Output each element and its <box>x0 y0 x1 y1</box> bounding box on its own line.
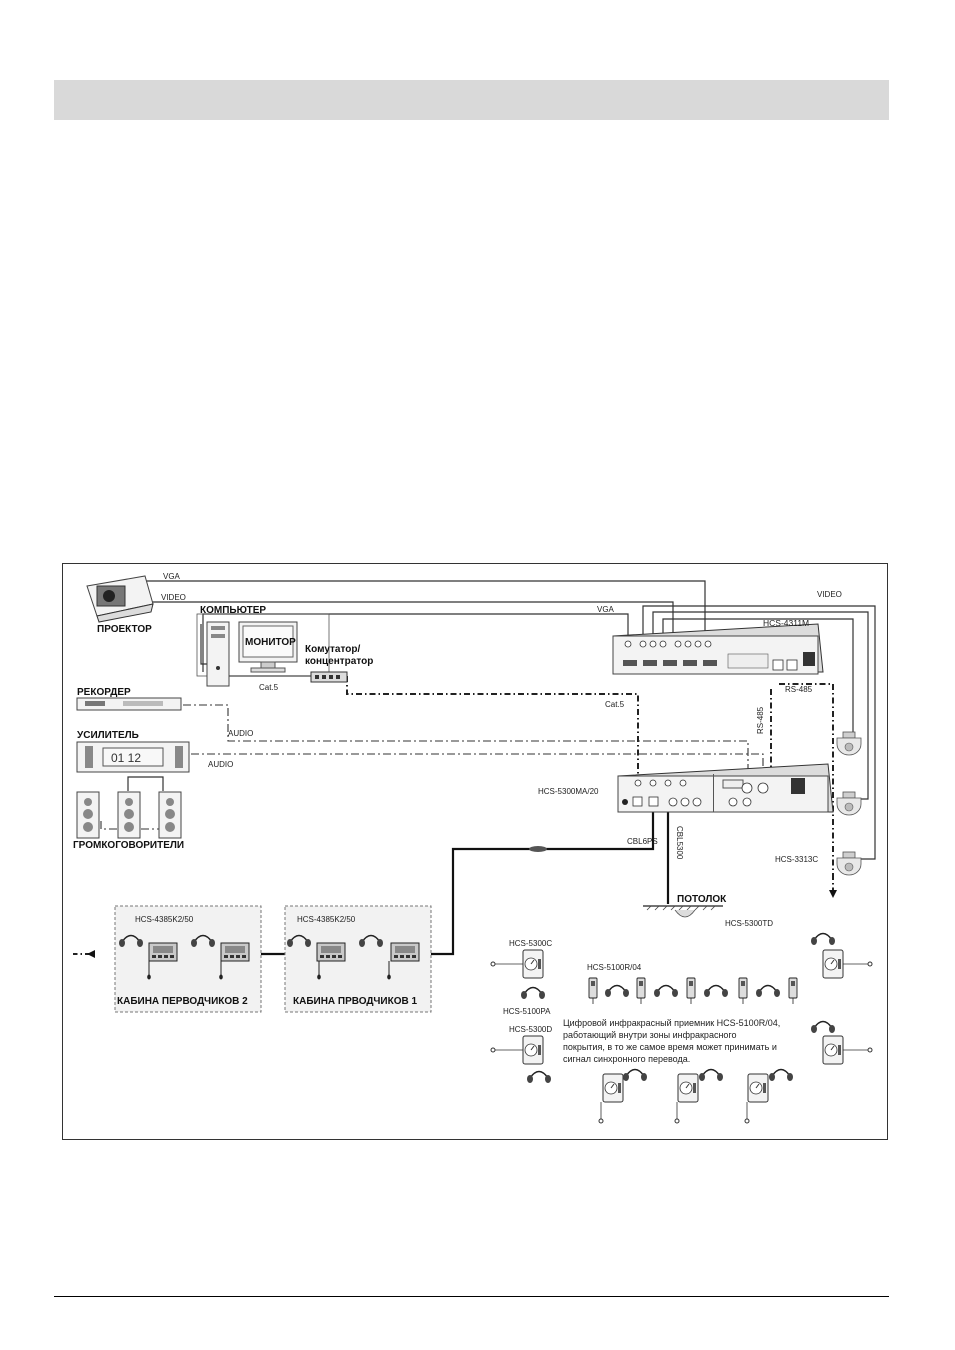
switch-label-line1: Комутатор/ <box>305 644 360 655</box>
monitor-label: МОНИТОР <box>245 637 296 648</box>
recorder <box>76 697 182 711</box>
ir-headset-4 <box>755 984 781 998</box>
video-cable-cam1 <box>662 618 854 739</box>
hcs-5100pa-label: HCS-5100PA <box>503 1007 551 1016</box>
ceiling-radiator <box>643 905 723 918</box>
vga-label-right: VGA <box>597 605 615 614</box>
ir-receiver-2 <box>636 977 646 1005</box>
hcs-5300td-label: HCS-5300TD <box>725 919 773 928</box>
cat5-cable-main <box>346 676 639 792</box>
recorder-label: РЕКОРДЕР <box>77 687 131 698</box>
right-headset-1 <box>810 932 836 946</box>
video-cable-cam2 <box>652 611 869 800</box>
camera-dome-2 <box>836 791 862 816</box>
hcs-5300ma-unit <box>617 763 834 813</box>
note-line-4: сигнал синхронного перевода. <box>563 1054 690 1064</box>
ir-receiver-1 <box>588 977 598 1005</box>
camera-dome-3 <box>836 851 862 876</box>
network-switch <box>310 671 348 683</box>
cable-connector <box>529 846 547 852</box>
amplifier: 01 12 <box>76 741 190 773</box>
ir-headset-1 <box>604 984 630 998</box>
bottom-headset-2 <box>698 1068 724 1082</box>
amplifier-label: УСИЛИТЕЛЬ <box>77 730 139 741</box>
hcs-5300ma-label: HCS-5300MA/20 <box>538 787 599 796</box>
interpreter-booth-2 <box>114 905 262 1013</box>
projector <box>86 575 154 623</box>
cbl5300-label: CBL5300 <box>675 826 684 860</box>
booth2-model-label: HCS-4385K2/50 <box>135 915 194 924</box>
vga-label-top: VGA <box>163 572 181 581</box>
hcs-5300c-label: HCS-5300C <box>509 939 552 948</box>
note-line-3: покрытия, в то же самое время может прин… <box>563 1042 777 1052</box>
svg-text:01 12: 01 12 <box>111 751 141 765</box>
hcs-5300c-unit <box>522 949 544 979</box>
note-line-2: работающий внутри зоны инфракрасного <box>563 1030 737 1040</box>
cbl6ps-cable <box>428 809 655 956</box>
projector-label: ПРОЕКТОР <box>97 624 152 635</box>
ir-headset-2 <box>653 984 679 998</box>
arrow-left <box>87 950 95 958</box>
rs485-label-b: RS-485 <box>785 685 813 694</box>
right-dial-unit-2 <box>822 1035 844 1065</box>
booth1-console-2 <box>390 942 420 962</box>
speaker-3 <box>158 791 182 839</box>
hcs-3313c-label: HCS-3313C <box>775 855 818 864</box>
hcs-5100r-label: HCS-5100R/04 <box>587 963 642 972</box>
speaker-2 <box>117 791 141 839</box>
footer-rule <box>54 1296 889 1297</box>
hcs-5300d-headset <box>526 1070 552 1084</box>
bottom-dial-unit-1 <box>602 1073 624 1103</box>
camera-dome-1 <box>836 731 862 756</box>
bottom-dial-unit-3 <box>747 1073 769 1103</box>
bottom-dial-unit-2 <box>677 1073 699 1103</box>
booth1-console-1 <box>316 942 346 962</box>
video-cable-cam3 <box>642 605 876 860</box>
booth1-model-label: HCS-4385K2/50 <box>297 915 356 924</box>
vga-cable-computer <box>202 613 629 672</box>
right-headset-2 <box>810 1020 836 1034</box>
note-line-1: Цифровой инфракрасный приемник HCS-5100R… <box>563 1018 780 1028</box>
speaker-amp-link <box>127 776 164 791</box>
audio-cable-amplifier <box>191 753 764 776</box>
video-label-top: VIDEO <box>161 593 186 602</box>
bottom-headset-3 <box>768 1068 794 1082</box>
speaker-1 <box>76 791 100 839</box>
computer-frame <box>196 613 330 677</box>
booth2-label: КАБИНА ПЕРВОДЧИКОВ 2 <box>117 996 248 1007</box>
hcs-4311m-unit <box>612 623 824 675</box>
hcs-5300d-unit <box>522 1035 544 1065</box>
computer-label: КОМПЬЮТЕР <box>200 605 266 616</box>
booth2-console-1 <box>148 942 178 962</box>
computer-tower <box>206 621 230 687</box>
booth2-console-2 <box>220 942 250 962</box>
switch-label-line2: концентратор <box>305 656 373 667</box>
audio-label-1: AUDIO <box>228 729 253 738</box>
ir-receiver-4 <box>738 977 748 1005</box>
booth1-label: КАБИНА ПРВОДЧИКОВ 1 <box>293 996 417 1007</box>
right-dial-unit-1 <box>822 949 844 979</box>
ceiling-label: ПОТОЛОК <box>677 894 727 905</box>
speakers-label: ГРОМКОГОВОРИТЕЛИ <box>73 840 184 851</box>
hcs-5100pa-headset <box>520 986 546 1000</box>
audio-label-2: AUDIO <box>208 760 233 769</box>
hcs-5300d-label: HCS-5300D <box>509 1025 552 1034</box>
ir-headset-3 <box>703 984 729 998</box>
header-band <box>54 80 889 120</box>
diagram-canvas: ПРОЕКТОР VGA VIDEO КОМПЬЮТЕР МОНИТОР Ком… <box>73 572 876 1124</box>
cat5-label-left: Cat.5 <box>259 683 279 692</box>
rs485-label-a: RS-485 <box>756 706 765 734</box>
cat5-label-mid: Cat.5 <box>605 700 625 709</box>
system-connection-diagram: ПРОЕКТОР VGA VIDEO КОМПЬЮТЕР МОНИТОР Ком… <box>62 563 888 1140</box>
ir-receiver-3 <box>686 977 696 1005</box>
ir-receiver-5 <box>788 977 798 1005</box>
video-label-right: VIDEO <box>817 590 842 599</box>
bottom-headset-1 <box>622 1068 648 1082</box>
audio-cable-recorder <box>183 704 749 776</box>
hcs-4311m-label: HCS-4311M <box>763 618 809 628</box>
cbl6ps-label: CBL6PS <box>627 837 658 846</box>
monitor <box>238 621 298 673</box>
